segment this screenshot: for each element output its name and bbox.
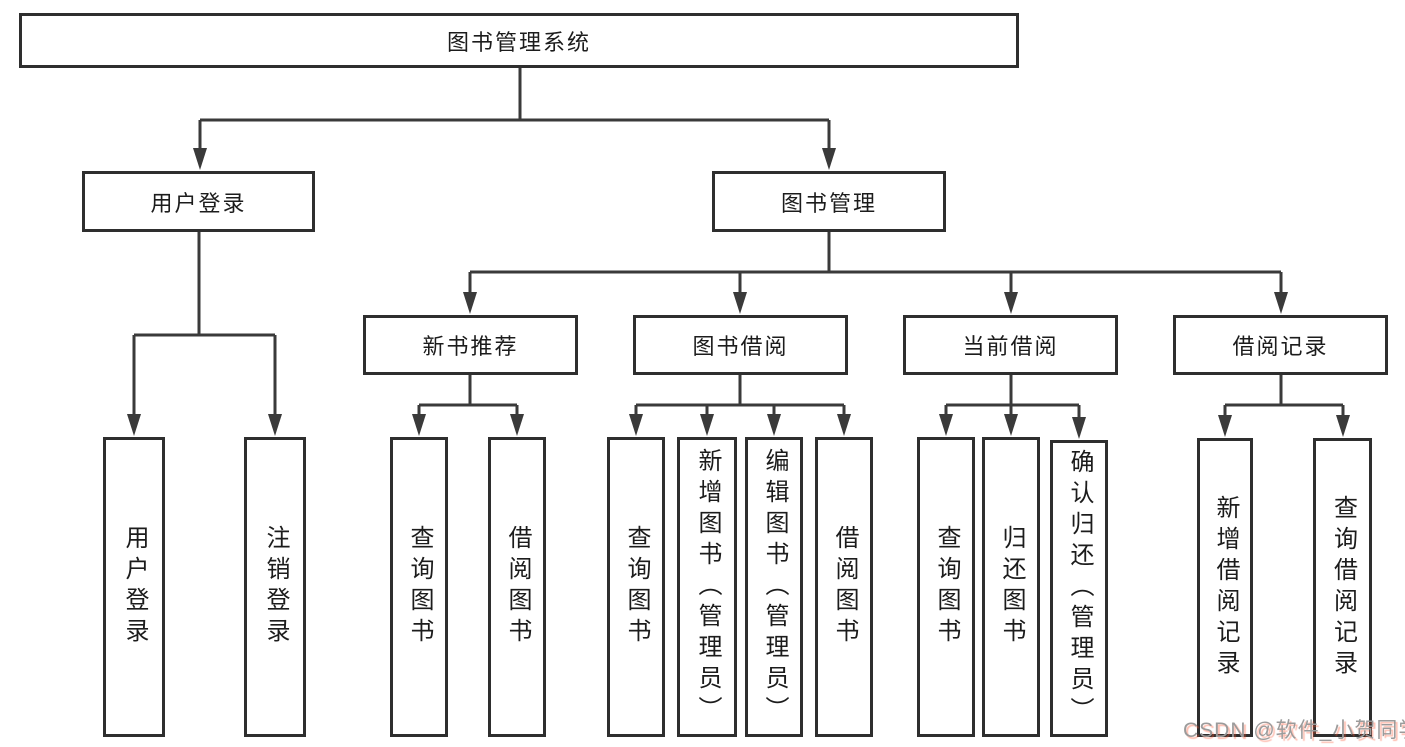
node-label: 图书借阅	[692, 334, 789, 359]
node-label: 借阅图书	[831, 525, 858, 649]
leaf-add-borrow-record: 新增借阅记录	[1197, 438, 1253, 737]
leaf-borrow-books: 借阅图书	[815, 437, 873, 737]
leaf-confirm-return-admin: 确认归还（管理员）	[1050, 440, 1108, 737]
node-label: 归还图书	[998, 525, 1025, 649]
node-label: 用户登录	[150, 190, 247, 216]
node-label: 新书推荐	[422, 334, 519, 359]
node-new-book-recommend: 新书推荐	[363, 315, 578, 375]
node-borrow-records: 借阅记录	[1173, 315, 1388, 375]
node-label: 确认归还（管理员）	[1066, 449, 1093, 728]
leaf-query-books-current: 查询图书	[917, 437, 975, 737]
node-root-library-system: 图书管理系统	[19, 13, 1019, 68]
node-label: 注销登录	[262, 525, 289, 649]
node-label: 新增借阅记录	[1212, 494, 1239, 681]
node-label: 借阅记录	[1232, 334, 1329, 359]
leaf-return-books: 归还图书	[982, 437, 1040, 737]
node-label: 当前借阅	[962, 334, 1059, 359]
leaf-query-borrow-record: 查询借阅记录	[1313, 438, 1372, 737]
node-book-borrow: 图书借阅	[633, 315, 848, 375]
node-current-borrow: 当前借阅	[903, 315, 1118, 375]
node-label: 查询图书	[406, 525, 433, 649]
node-label: 新增图书（管理员）	[694, 447, 721, 727]
leaf-borrow-books-recommend: 借阅图书	[488, 437, 546, 737]
csdn-watermark: CSDN @软件_小贺同学	[1183, 719, 1405, 742]
node-label: 编辑图书（管理员）	[761, 447, 788, 727]
leaf-logout: 注销登录	[244, 437, 306, 737]
node-label: 查询图书	[623, 525, 650, 649]
leaf-query-books-borrow: 查询图书	[607, 437, 665, 737]
node-label: 查询图书	[933, 525, 960, 649]
node-book-management-branch: 图书管理	[712, 171, 946, 232]
node-label: 图书管理系统	[446, 29, 591, 55]
node-user-login-branch: 用户登录	[82, 171, 315, 232]
node-label: 查询借阅记录	[1329, 494, 1357, 681]
leaf-add-books-admin: 新增图书（管理员）	[677, 437, 737, 737]
leaf-query-books-recommend: 查询图书	[390, 437, 448, 737]
node-label: 借阅图书	[504, 525, 531, 649]
node-label: 图书管理	[780, 190, 877, 216]
leaf-user-login: 用户登录	[103, 437, 165, 737]
node-label: 用户登录	[121, 525, 148, 649]
leaf-edit-books-admin: 编辑图书（管理员）	[745, 437, 803, 737]
arrowheads	[127, 148, 1350, 439]
